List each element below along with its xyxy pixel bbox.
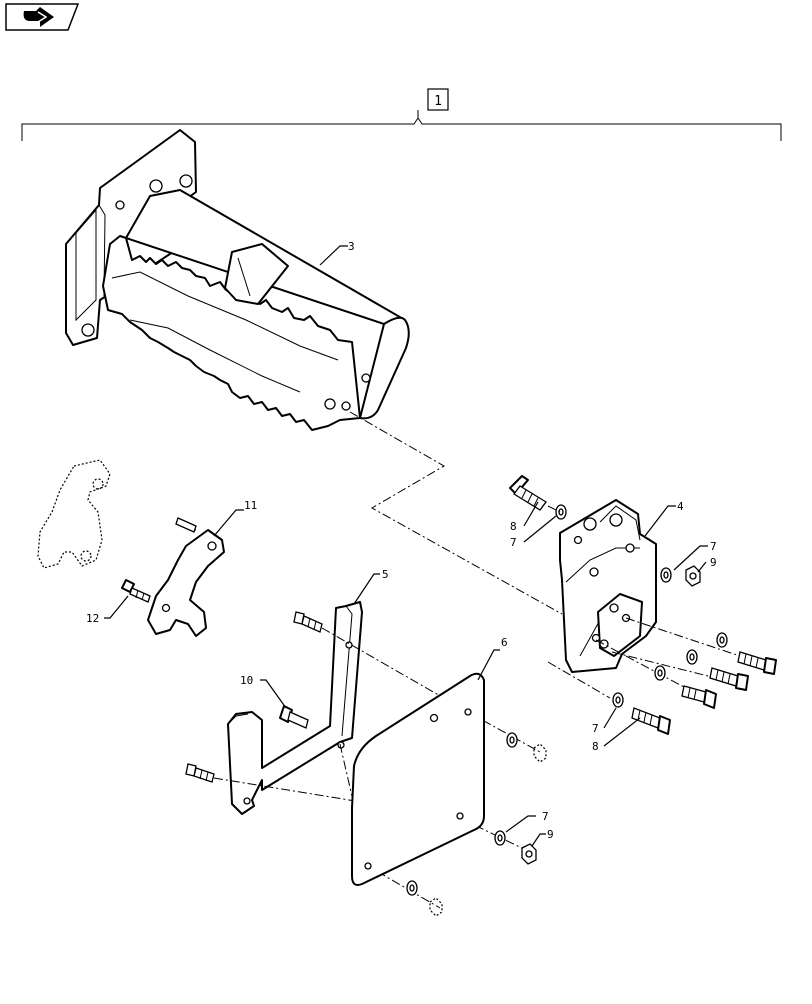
callout-5: 5 — [353, 568, 389, 605]
cover-plate-part — [351, 672, 485, 886]
bolt-frame-bottom — [185, 763, 215, 783]
centerline-bolt-upper — [547, 505, 561, 513]
counterweight-part — [65, 129, 410, 431]
screw-hook-top — [175, 517, 197, 533]
callout-7-plate-number: 7 — [542, 810, 549, 823]
hook-part — [147, 529, 225, 637]
callout-8-upper-number: 8 — [510, 520, 517, 533]
callout-12-number: 12 — [86, 612, 99, 625]
callout-10: 10 — [240, 674, 287, 709]
washer-bracket-a — [716, 632, 728, 648]
support-frame-part — [227, 601, 363, 815]
callout-6-number: 6 — [501, 636, 508, 649]
callout-7-right-number: 7 — [710, 540, 717, 553]
washer-plate-bottom — [406, 880, 418, 896]
bolt-bracket-a — [737, 651, 777, 675]
callout-9-right-number: 9 — [710, 556, 717, 569]
callout-7-plate: 7 — [505, 810, 549, 833]
callout-7-lower: 7 — [592, 707, 617, 735]
callout-11: 11 — [213, 499, 257, 537]
assembly-bracket — [21, 110, 782, 141]
callout-8-lower: 8 — [592, 717, 641, 753]
mounting-bracket-part — [559, 499, 657, 673]
washer-bracket-c — [654, 665, 666, 681]
bolt-lower — [631, 707, 671, 735]
callout-4-number: 4 — [677, 500, 684, 513]
callout-6: 6 — [477, 636, 508, 681]
washer-plate-top — [506, 732, 518, 748]
washer-lower — [612, 692, 624, 708]
bolt-upper — [509, 475, 547, 511]
callout-9-plate-number: 9 — [547, 828, 554, 841]
bolt-10 — [279, 705, 309, 729]
callout-9-plate: 9 — [531, 828, 554, 847]
bolt-bracket-b — [709, 667, 749, 691]
callout-8-lower-number: 8 — [592, 740, 599, 753]
washer-plate-lower — [494, 830, 506, 846]
callout-4: 4 — [644, 500, 684, 537]
nut-plate-top — [533, 743, 547, 763]
washer-upper — [555, 504, 567, 520]
washer-right — [660, 567, 672, 583]
callout-8-upper: 8 — [510, 501, 539, 533]
centerline-counterweight — [349, 411, 563, 615]
callout-3: 3 — [319, 240, 355, 266]
assembly-item-label: 1 — [427, 88, 449, 111]
back-arrow-icon[interactable] — [5, 3, 80, 31]
hook-phantom-outline — [37, 459, 111, 569]
callout-7-right: 7 — [673, 540, 717, 571]
bolt-bracket-c — [681, 685, 717, 709]
callout-10-number: 10 — [240, 674, 253, 687]
centerline-bolt-lower — [547, 661, 611, 699]
nut-right — [685, 565, 701, 587]
callout-5-number: 5 — [382, 568, 389, 581]
nut-plate-lower — [521, 843, 537, 865]
callout-7-upper: 7 — [510, 515, 557, 549]
callout-7-lower-number: 7 — [592, 722, 599, 735]
callout-9-right: 9 — [697, 556, 717, 573]
nut-plate-bottom — [429, 897, 443, 917]
washer-bracket-b — [686, 649, 698, 665]
callout-12: 12 — [86, 595, 129, 625]
bolt-frame-top — [293, 611, 323, 633]
callout-3-number: 3 — [348, 240, 355, 253]
assembly-number: 1 — [434, 94, 442, 109]
callout-11-number: 11 — [244, 499, 257, 512]
screw-12 — [121, 579, 151, 603]
callout-7-upper-number: 7 — [510, 536, 517, 549]
